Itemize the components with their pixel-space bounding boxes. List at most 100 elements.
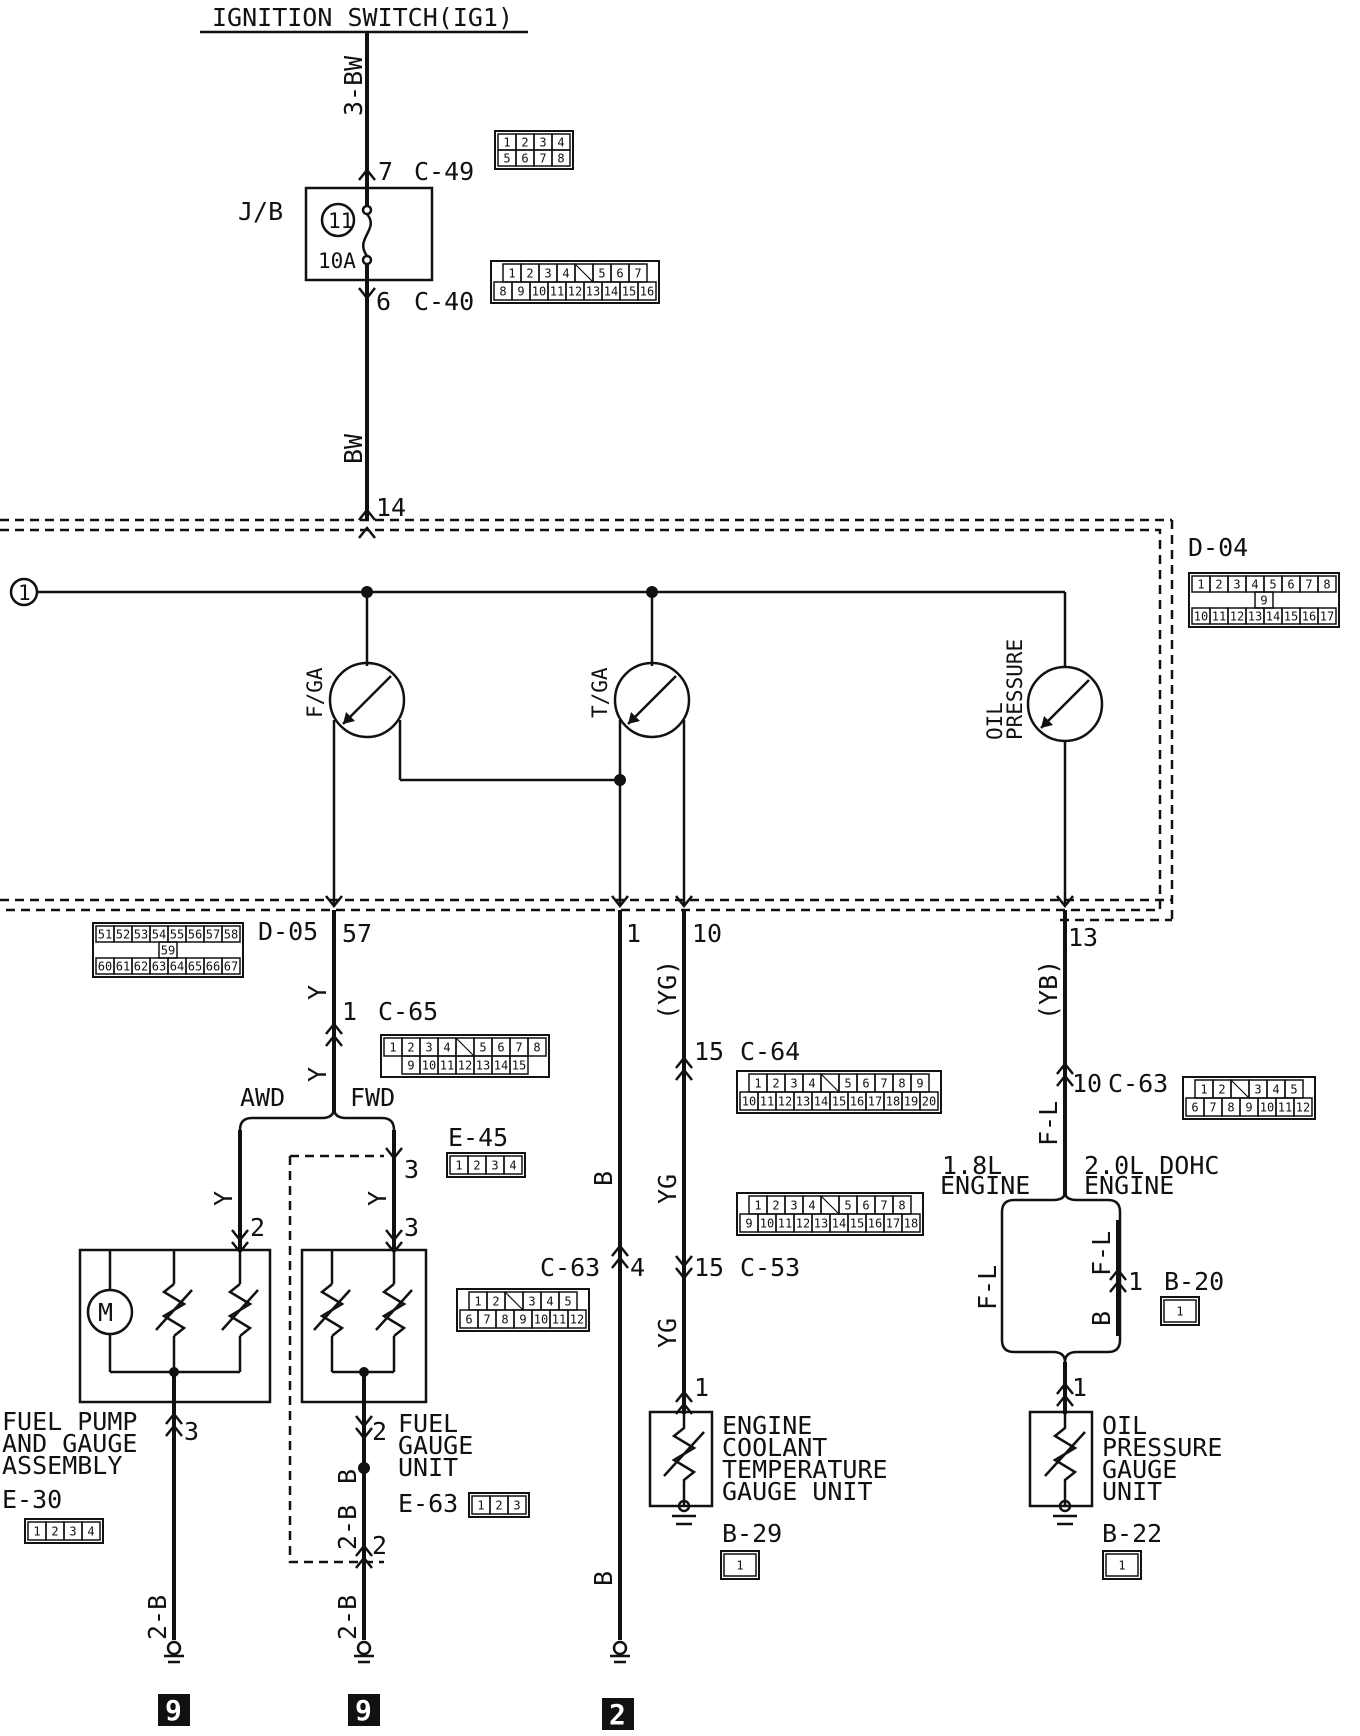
pin-label-1c: 1 [694,1373,709,1402]
connector-face-outline [1182,1076,1316,1120]
connector-pin-number: 8 [499,285,506,299]
wire-label-b4: B [1087,1311,1116,1326]
connector-pin-number: 4 [808,1199,815,1213]
connector-face-outline [456,1288,590,1332]
connector-pin-number: 4 [443,1041,450,1055]
connector-pin-number: 3 [528,1295,535,1309]
connector-cavity [1105,1553,1139,1577]
pin-label-6: 6 [376,287,391,316]
connector-pin-number: 15 [622,285,636,299]
connector-face-outline [468,1492,530,1518]
engine-18-label-b: ENGINE [940,1171,1030,1200]
wire-label-2b: 2-B [143,1595,172,1640]
connector-pin-number: 65 [188,960,202,974]
connector-pin-number: 4 [557,136,564,150]
connector-face-outline [490,260,660,304]
connector-pin-number: 7 [515,1041,522,1055]
connector-cavity [221,957,241,975]
connector-pin-number: 5 [1290,1083,1297,1097]
connector-pin-number: 2 [1218,1083,1225,1097]
connector-pin-number: 19 [904,1095,918,1109]
connector-pin-number: 59 [161,944,175,958]
connector-pin-number: 12 [458,1059,472,1073]
oil-unit-label-2: PRESSURE [1102,1433,1222,1462]
connector-face-outline [446,1152,526,1178]
connector-pin-number: 14 [832,1217,846,1231]
connector-pin-number: 5 [1269,578,1276,592]
oil-unit-label-1: OIL [1102,1411,1147,1440]
connector-pin-number: 14 [494,1059,508,1073]
resistor-zigzag [671,1412,697,1506]
connector-pin-number: 55 [170,928,184,942]
connector-pin-number: 12 [778,1095,792,1109]
connector-pin-number: 1 [503,136,510,150]
connector-pin-number: 9 [916,1077,923,1091]
connector-pin-number: 13 [796,1095,810,1109]
connector-pin-number: 3 [491,1159,498,1173]
connector-pin-number: 20 [922,1095,936,1109]
connector-label-c65: C-65 [378,997,438,1026]
connector-pin-number: 6 [1287,578,1294,592]
connector-label-d05: D-05 [258,917,318,946]
coolant-label-1: ENGINE [722,1411,812,1440]
connector-pin-number: 16 [868,1217,882,1231]
connector-pin-number: 6 [1191,1101,1198,1115]
pin-label-1: 1 [626,919,641,948]
wire-label-3bw: 3-BW [339,55,368,116]
wire-label-b: B [333,1469,362,1484]
connector-pin-number: 64 [170,960,184,974]
oil-unit-label-4: UNIT [1102,1477,1162,1506]
connector-pin-number: 3 [69,1525,76,1539]
ignition-switch-title: IGNITION SWITCH(IG1) [212,3,513,32]
pin-label-10b: 10 [1072,1069,1102,1098]
connector-pin-number: 2 [772,1199,779,1213]
connector-cavity [551,149,571,167]
connector-pin-number: 9 [519,1313,526,1327]
pin-arrow [358,167,376,181]
wire-label-bw: BW [339,433,368,464]
connector-pin-number: 2 [521,136,528,150]
connector-pin-number: 8 [898,1077,905,1091]
connector-pin-number: 15 [832,1095,846,1109]
wire-label-yg-paren: (YG) [653,960,682,1020]
gauge-label-pressure: PRESSURE [1003,639,1027,740]
connector-pin-number: 10 [742,1095,756,1109]
svg-text:9: 9 [355,1694,372,1727]
connector-label-d04: D-04 [1188,533,1248,562]
connector-pin-number: 6 [862,1199,869,1213]
junction-dot [358,1462,370,1474]
engine-18-label: 1.8L [942,1151,1002,1180]
wire-label-yg2: YG [653,1318,682,1348]
connector-pin-number: 8 [898,1199,905,1213]
fuse-element [362,213,372,257]
engine-20-label: 2.0L DOHC [1084,1151,1219,1180]
connector-pin-number: 13 [476,1059,490,1073]
pin-arrow [358,525,376,539]
engine-selector-bracket [1000,1191,1122,1363]
wire-label-fl3: F-L [1087,1231,1116,1276]
pin-label-10: 10 [692,919,722,948]
wire-label-yb: (YB) [1034,960,1063,1020]
connector-pin-number: 10 [1194,610,1208,624]
connector-pin-number: 10 [1260,1101,1274,1115]
meter-outline [0,528,1162,912]
connector-pin-number: 8 [557,152,564,166]
reference-number: 1 [18,581,31,605]
connector-face-outline [1188,572,1340,628]
svg-text:2: 2 [609,1698,626,1731]
connector-face-outline [92,922,244,978]
connector-pin-number: 14 [1266,610,1280,624]
gauge-label-fga: F/GA [303,667,327,718]
pin-label-4: 4 [630,1253,645,1282]
coolant-label-3: TEMPERATURE [722,1455,888,1484]
connector-pin-number: 8 [1227,1101,1234,1115]
connector-pin-number: 4 [509,1159,516,1173]
pin-label-7: 7 [378,157,393,186]
connector-pin-number: 13 [1248,610,1262,624]
connector-label-c53: C-53 [740,1253,800,1282]
